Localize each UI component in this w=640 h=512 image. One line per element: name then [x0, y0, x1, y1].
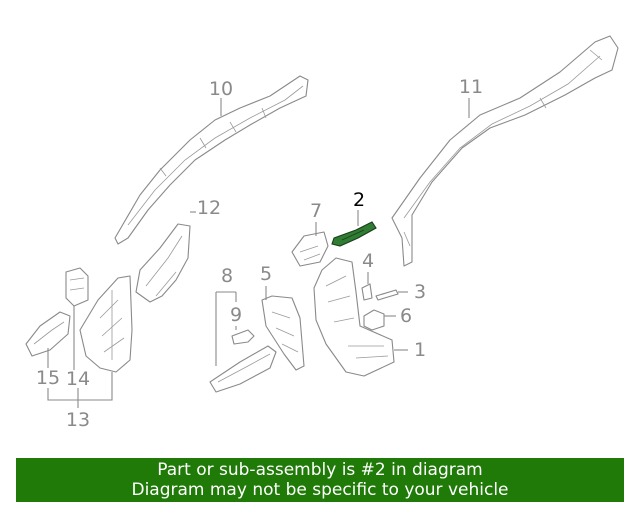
part-4-tab[interactable]	[361, 283, 373, 301]
callout-5: 5	[260, 263, 272, 285]
part-14-bracket[interactable]	[65, 267, 89, 307]
callout-2: 2	[353, 189, 365, 211]
part-12-pillar-inner[interactable]	[135, 223, 191, 303]
part-6-bracket[interactable]	[363, 309, 385, 331]
part-11-roof-rail-right[interactable]	[391, 35, 619, 267]
part-13-hinge-pillar[interactable]	[79, 275, 133, 373]
part-8-sill-member[interactable]	[209, 345, 277, 393]
part-5-pillar-lower[interactable]	[261, 295, 305, 371]
callout-3: 3	[414, 281, 426, 303]
info-banner: Part or sub-assembly is #2 in diagram Di…	[16, 458, 624, 502]
part-1-side-panel[interactable]	[313, 257, 395, 377]
callout-4: 4	[362, 250, 374, 272]
callout-7: 7	[310, 200, 322, 222]
callout-15: 15	[36, 367, 60, 389]
callout-10: 10	[209, 78, 233, 100]
callout-6: 6	[400, 305, 412, 327]
callout-13: 13	[66, 409, 90, 431]
banner-line-2: Diagram may not be specific to your vehi…	[131, 480, 509, 500]
callout-12: 12	[197, 197, 221, 219]
callout-1: 1	[414, 339, 426, 361]
part-10-roof-rail-left[interactable]	[114, 75, 309, 245]
part-15-sill-piece[interactable]	[25, 311, 71, 357]
callout-9: 9	[230, 304, 242, 326]
part-2-reinforcement-highlighted[interactable]	[331, 221, 377, 247]
banner-line-1: Part or sub-assembly is #2 in diagram	[157, 460, 483, 480]
part-3-rod[interactable]	[375, 289, 399, 301]
callout-11: 11	[459, 76, 483, 98]
callout-14: 14	[66, 368, 90, 390]
callout-8: 8	[221, 265, 233, 287]
part-9-clip[interactable]	[231, 329, 255, 345]
part-7-dash-bracket[interactable]	[291, 231, 329, 267]
